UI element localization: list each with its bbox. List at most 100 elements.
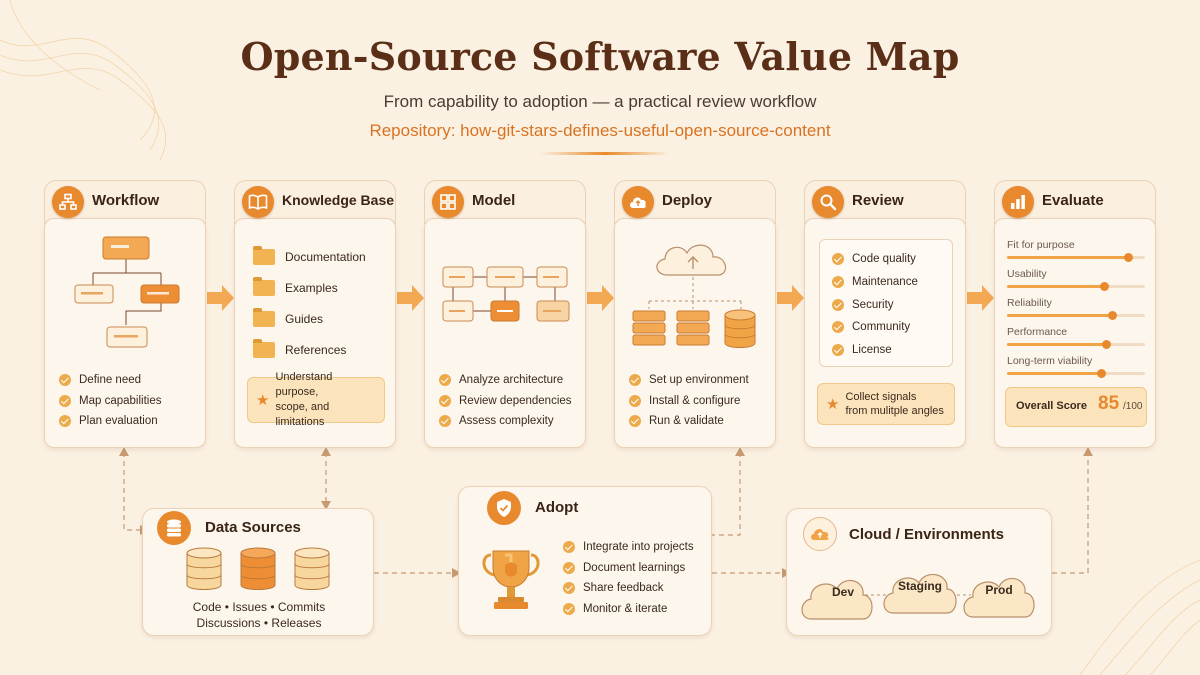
stage-body: Set up environment Install & configure R… bbox=[614, 218, 776, 448]
metric-fit-for-purpose: Fit for purpose bbox=[1007, 239, 1149, 262]
checklist-item: Define need bbox=[59, 370, 161, 391]
data-source-line: Code • Issues • Commits bbox=[192, 600, 326, 614]
book-icon bbox=[242, 186, 274, 218]
cloud-upload-icon bbox=[622, 186, 654, 218]
checklist-item: Set up environment bbox=[629, 370, 749, 391]
review-checklist: Code quality Maintenance Security Commun… bbox=[832, 248, 918, 361]
grid-icon bbox=[432, 186, 464, 218]
stage-title: Knowledge Base bbox=[282, 192, 395, 208]
flowchart-illustration bbox=[74, 236, 180, 348]
slider-knob bbox=[1124, 253, 1134, 262]
workflow-checklist: Define need Map capabilities Plan evalua… bbox=[59, 370, 161, 432]
score-label: Overall Score bbox=[1016, 400, 1087, 412]
repository-label: Repository: how-git-stars-defines-useful… bbox=[369, 121, 831, 140]
folder-item: Examples bbox=[253, 272, 366, 303]
architecture-illustration bbox=[442, 266, 570, 322]
bar-chart-icon bbox=[1002, 186, 1034, 218]
check-icon bbox=[629, 415, 641, 428]
folder-list: Documentation Examples Guides References bbox=[253, 241, 366, 365]
folder-icon bbox=[253, 276, 275, 296]
database-icon bbox=[157, 511, 191, 545]
slider-knob bbox=[1099, 282, 1109, 291]
cloud-prod bbox=[963, 577, 1035, 618]
env-prod-label: Prod bbox=[985, 583, 1013, 597]
metric-bar bbox=[1007, 282, 1145, 291]
trophy-icon bbox=[481, 547, 541, 617]
check-icon bbox=[563, 561, 575, 574]
checklist-item: Code quality bbox=[832, 248, 918, 271]
overall-score-box: Overall Score 85 /100 bbox=[1005, 387, 1147, 427]
check-icon bbox=[563, 602, 575, 615]
checklist-item: Analyze architecture bbox=[439, 370, 572, 391]
checklist-item: Share feedback bbox=[563, 578, 694, 599]
stage-title: Workflow bbox=[92, 192, 160, 209]
folder-item: Documentation bbox=[253, 241, 366, 272]
cloud-upload-icon bbox=[803, 517, 837, 551]
arrow-1 bbox=[207, 285, 234, 311]
model-checklist: Analyze architecture Review dependencies… bbox=[439, 370, 572, 432]
box-title: Adopt bbox=[535, 499, 579, 516]
env-dev-label: Dev bbox=[831, 585, 854, 599]
stage-body: Define need Map capabilities Plan evalua… bbox=[44, 218, 206, 448]
knowledge-note: ★ Understand purpose,scope, and limitati… bbox=[247, 371, 385, 428]
metric-bar bbox=[1007, 369, 1145, 378]
cloud-staging bbox=[883, 573, 957, 614]
checklist-item: Install & configure bbox=[629, 391, 749, 412]
page-title: Open-Source Software Value Map bbox=[240, 34, 960, 79]
folder-item: References bbox=[253, 334, 366, 365]
checklist-item: Assess complexity bbox=[439, 411, 572, 432]
review-checklist-box: Code quality Maintenance Security Commun… bbox=[819, 239, 953, 367]
check-icon bbox=[563, 541, 575, 554]
database-cylinder bbox=[724, 309, 756, 348]
stage-title: Model bbox=[472, 192, 516, 209]
check-icon bbox=[629, 374, 641, 387]
data-sources-box: Data Sources Code • Issues • Commits Dis… bbox=[142, 508, 374, 636]
metric-reliability: Reliability bbox=[1007, 297, 1149, 320]
stage-model: Analyze architecture Review dependencies… bbox=[424, 180, 586, 448]
folder-icon bbox=[253, 338, 275, 358]
server-illustration bbox=[632, 244, 756, 348]
checklist-item: Run & validate bbox=[629, 411, 749, 432]
stage-body: Fit for purpose Usability Reliability Pe… bbox=[994, 218, 1156, 448]
checklist-item: License bbox=[832, 339, 918, 362]
database-stack-illustration bbox=[186, 547, 330, 590]
checklist-item: Maintenance bbox=[832, 271, 918, 294]
sitemap-icon bbox=[52, 186, 84, 218]
metric-bar bbox=[1007, 340, 1145, 349]
checklist-item: Integrate into projects bbox=[563, 537, 694, 558]
checklist-item: Map capabilities bbox=[59, 391, 161, 412]
stage-body: Documentation Examples Guides References… bbox=[234, 218, 396, 448]
check-icon bbox=[439, 415, 451, 428]
stage-title: Evaluate bbox=[1042, 192, 1104, 209]
folder-icon bbox=[253, 245, 275, 265]
check-icon bbox=[59, 394, 71, 407]
slider-knob bbox=[1107, 311, 1117, 320]
check-icon bbox=[832, 344, 844, 357]
metric-bar bbox=[1007, 253, 1145, 262]
page-subtitle: From capability to adoption — a practica… bbox=[383, 92, 817, 111]
checklist-item: Plan evaluation bbox=[59, 411, 161, 432]
stage-body: Code quality Maintenance Security Commun… bbox=[804, 218, 966, 448]
check-icon bbox=[629, 394, 641, 407]
check-icon bbox=[832, 276, 844, 289]
checklist-item: Review dependencies bbox=[439, 391, 572, 412]
check-icon bbox=[439, 394, 451, 407]
stage-knowledge-base: Documentation Examples Guides References… bbox=[234, 180, 396, 448]
cloud-environments-box: Cloud / Environments Dev Staging Prod bbox=[786, 508, 1052, 636]
adopt-checklist: Integrate into projects Document learnin… bbox=[563, 537, 694, 619]
stage-evaluate: Fit for purpose Usability Reliability Pe… bbox=[994, 180, 1156, 448]
shield-check-icon bbox=[487, 491, 521, 525]
folder-item: Guides bbox=[253, 303, 366, 334]
checklist-item: Community bbox=[832, 316, 918, 339]
arrow-3 bbox=[587, 285, 614, 311]
cloud-dev bbox=[801, 579, 873, 620]
checklist-item: Security bbox=[832, 293, 918, 316]
stage-workflow: Define need Map capabilities Plan evalua… bbox=[44, 180, 206, 448]
star-icon: ★ bbox=[256, 392, 270, 409]
magnifier-icon bbox=[812, 186, 844, 218]
score-value: 85 bbox=[1098, 393, 1120, 414]
slider-knob bbox=[1096, 369, 1106, 378]
score-max: /100 bbox=[1123, 401, 1143, 412]
